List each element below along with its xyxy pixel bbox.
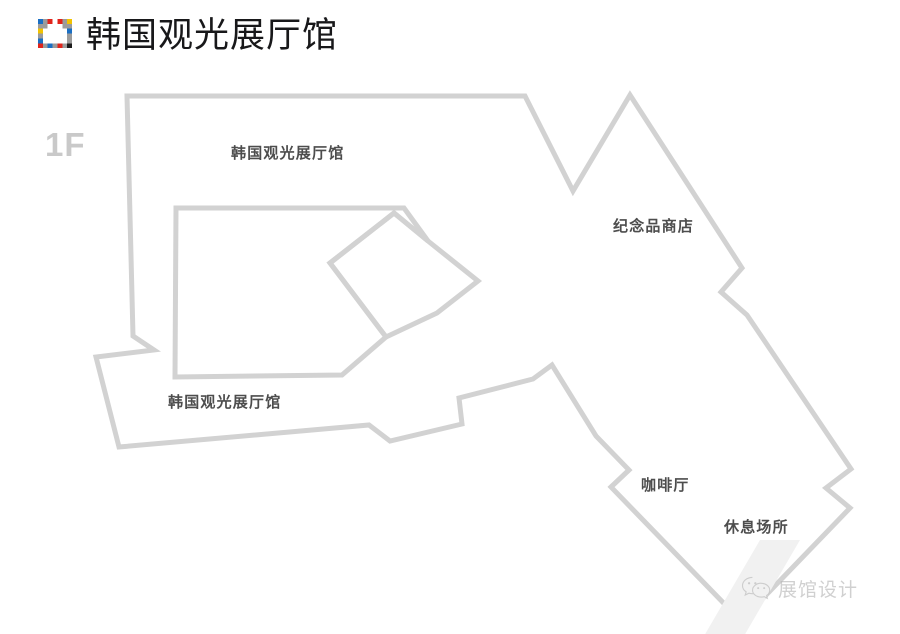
room-label-cafe: 咖啡厅 [641,477,690,494]
page-title: 韩国观光展厅馆 [86,16,339,55]
wechat-icon [741,576,771,600]
room-label-souvenir-shop: 纪念品商店 [613,218,695,235]
interior-partition-wall [172,205,431,380]
room-label-hall-lower: 韩国观光展厅馆 [168,394,282,411]
floor-badge: 1F [45,126,86,163]
watermark-text: 展馆设计 [778,580,859,601]
colored-squares-logo-icon [38,18,72,53]
page-header: 韩国观光展厅馆 [38,18,338,53]
service-block-wall [326,209,483,341]
room-label-hall-upper: 韩国观光展厅馆 [231,145,345,162]
room-label-rest-area: 休息场所 [724,519,789,536]
building-outer-wall [92,90,855,625]
watermark: 展馆设计 [741,575,858,602]
